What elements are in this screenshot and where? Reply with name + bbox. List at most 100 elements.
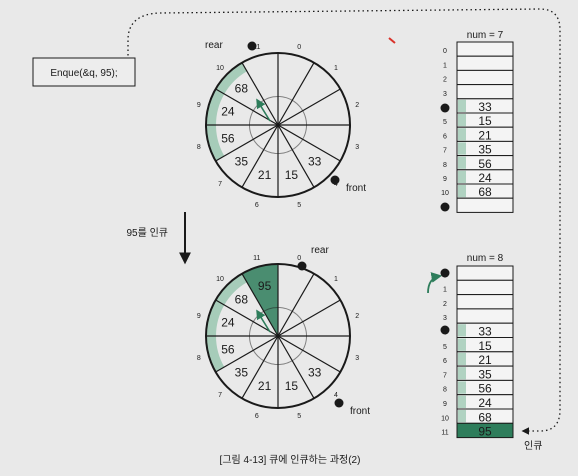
ring-spoke — [215, 88, 279, 126]
array-cell-shade — [458, 128, 466, 141]
svg-text:4: 4 — [443, 107, 447, 113]
array-index: 2 — [443, 301, 447, 308]
ring-shade — [206, 336, 225, 372]
ring-index-label: 0 — [297, 44, 301, 51]
array-before: 0123433515621735856924106811 — [441, 41, 514, 213]
array-index: 3 — [443, 91, 447, 98]
ring-spoke — [241, 62, 279, 126]
array-index: 8 — [443, 162, 447, 169]
ring-shade — [206, 125, 225, 161]
array-cell — [456, 422, 514, 439]
direction-arrow-icon — [256, 98, 271, 122]
ring-index-label: 2 — [355, 102, 359, 109]
array-value: 56 — [478, 157, 492, 171]
ring-index-label: 9 — [197, 313, 201, 320]
ring-spoke — [241, 335, 279, 399]
ring-index-label: 11 — [253, 255, 260, 262]
array-value: 33 — [478, 325, 492, 339]
ring-index-label: 3 — [355, 355, 359, 362]
array-index: 10 — [441, 190, 449, 197]
enqueue-call-text: Enque(&q, 95); — [50, 68, 117, 79]
ring-value: 15 — [285, 379, 299, 393]
array-index: 6 — [443, 133, 447, 140]
ring-spoke — [277, 273, 315, 337]
array-index: 1 — [443, 62, 447, 69]
array-index: 3 — [443, 315, 447, 322]
array-cell — [456, 294, 514, 310]
array-cell — [456, 279, 514, 296]
ring-spoke — [277, 299, 341, 337]
array-value: 24 — [478, 396, 492, 410]
ring-index-label: 10 — [216, 276, 224, 283]
array-cell-shade — [458, 185, 466, 198]
array-value: 21 — [478, 353, 492, 367]
array-index: 5 — [443, 344, 447, 351]
array-cell — [456, 197, 514, 213]
array-value: 56 — [478, 382, 492, 396]
array-cell-shade — [458, 99, 466, 112]
ring-spoke — [215, 335, 279, 373]
ring-index-label: 6 — [255, 413, 259, 420]
array-index: 6 — [443, 358, 447, 365]
array-cell — [456, 69, 514, 86]
array-cell-shade — [458, 395, 466, 408]
ring-spoke — [215, 299, 279, 337]
ring-value: 68 — [235, 292, 249, 306]
array-value: 24 — [478, 171, 492, 185]
ring-value: 95 — [258, 279, 272, 293]
ring-index-label: 8 — [197, 144, 201, 151]
ring-shade — [215, 62, 247, 94]
ring-index-label: 8 — [197, 355, 201, 362]
ring-index-label: 5 — [297, 413, 301, 420]
array-cell — [456, 41, 514, 57]
ring-index-label: 7 — [218, 181, 222, 188]
array-value: 35 — [478, 143, 492, 157]
ring-value: 21 — [258, 379, 272, 393]
front-label-before: front — [346, 183, 366, 194]
ring-spoke — [215, 124, 279, 162]
ring-value: 21 — [258, 168, 272, 182]
array-cell — [456, 84, 514, 100]
array-cell — [456, 308, 514, 324]
ring-index-label: 4 — [334, 181, 338, 188]
svg-text:0: 0 — [443, 272, 447, 278]
enqueue-tag: 인큐 — [524, 440, 542, 452]
ring-spoke — [277, 88, 341, 126]
array-cell — [456, 55, 514, 71]
ring-spoke — [277, 124, 341, 162]
ring-index-label: 2 — [355, 313, 359, 320]
red-pen-mark — [388, 37, 396, 44]
array-value: 15 — [478, 114, 492, 128]
ring-shade — [206, 300, 225, 336]
svg-text:11: 11 — [442, 206, 449, 212]
array-index: 2 — [443, 77, 447, 84]
rear-pointer-icon — [427, 272, 443, 294]
enqueued-sector — [242, 264, 278, 336]
array-cell-shade — [458, 338, 466, 351]
enqueue-arrow-label: 95를 인큐 — [126, 227, 168, 239]
array-cell-shade — [458, 381, 466, 394]
array-index: 8 — [443, 387, 447, 394]
array-cell-shade — [458, 367, 466, 380]
svg-text:0: 0 — [300, 265, 304, 271]
array-cell-shade — [458, 170, 466, 183]
ring-index-label: 1 — [334, 276, 338, 283]
rear-marker-before: 11 — [247, 41, 257, 51]
ring-spoke — [241, 273, 279, 337]
svg-text:4: 4 — [443, 329, 447, 335]
svg-text:11: 11 — [249, 45, 256, 51]
array-front-marker-before: 4 — [440, 103, 450, 113]
ring-index-label: 10 — [216, 65, 224, 72]
array-index: 5 — [443, 119, 447, 126]
ring-spoke — [277, 335, 315, 399]
ring-value: 24 — [221, 105, 235, 119]
figure-caption: [그림 4-13] 큐에 인큐하는 과정(2) — [220, 453, 361, 466]
ring-shade — [215, 273, 247, 305]
ring-value: 56 — [221, 342, 235, 356]
svg-text:4: 4 — [333, 179, 337, 185]
front-label-after: front — [350, 406, 370, 417]
